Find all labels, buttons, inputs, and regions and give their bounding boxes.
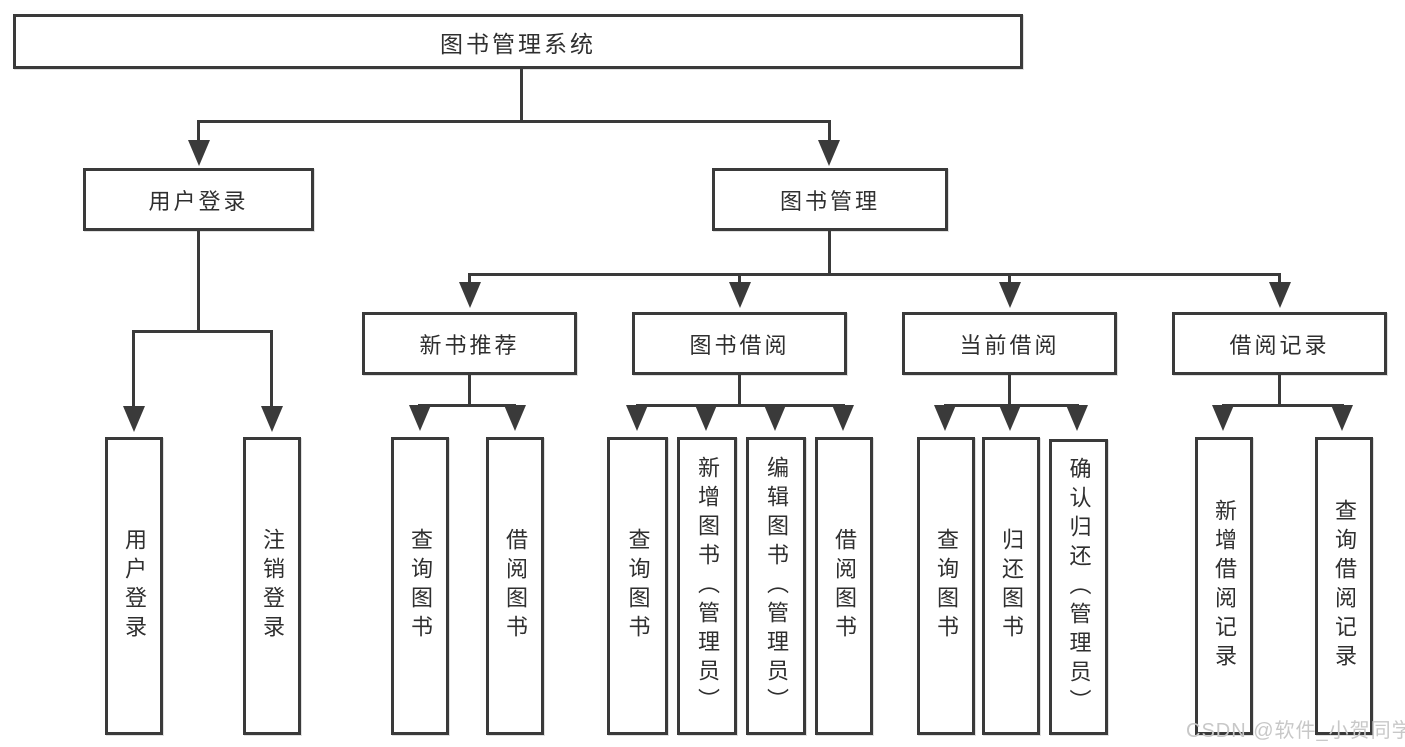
connector-line [1278, 375, 1281, 406]
arrow-down-icon [695, 405, 717, 431]
connector-line [270, 330, 273, 410]
connector-line [468, 273, 1281, 276]
connector-line [132, 330, 273, 333]
leaf-borrow-books-borrowing: 借阅图书 [815, 437, 873, 735]
connector-line [468, 375, 471, 406]
leaf-logout: 注销登录 [243, 437, 301, 735]
arrow-down-icon [832, 405, 854, 431]
node-new-book-recommendation: 新书推荐 [362, 312, 577, 375]
leaf-return-books: 归还图书 [982, 437, 1040, 735]
connector-line [1008, 273, 1011, 287]
node-user-login: 用户登录 [83, 168, 314, 231]
connector-line [520, 69, 523, 121]
connector-line [132, 330, 135, 410]
leaf-user-login: 用户登录 [105, 437, 163, 735]
arrow-down-icon [1331, 405, 1353, 431]
arrow-down-icon [188, 140, 210, 166]
node-book-management: 图书管理 [712, 168, 948, 231]
connector-line [738, 273, 741, 287]
arrow-down-icon [999, 405, 1021, 431]
arrow-down-icon [934, 405, 956, 431]
connector-line [828, 120, 831, 146]
connector-line [636, 404, 845, 407]
csdn-watermark: CSDN @软件_小贺同学 [1186, 720, 1405, 742]
node-borrowing-records: 借阅记录 [1172, 312, 1387, 375]
leaf-query-books-current: 查询图书 [917, 437, 975, 735]
connector-line [418, 404, 516, 407]
connector-line [197, 120, 831, 123]
arrow-down-icon [729, 282, 751, 308]
leaf-query-borrow-record: 查询借阅记录 [1315, 437, 1373, 735]
arrow-down-icon [261, 406, 283, 432]
arrow-down-icon [504, 405, 526, 431]
arrow-down-icon [459, 282, 481, 308]
arrow-down-icon [999, 282, 1021, 308]
connector-line [197, 231, 200, 332]
leaf-add-books-admin: 新增图书（管理员） [677, 437, 737, 735]
arrow-down-icon [1269, 282, 1291, 308]
connector-line [1008, 375, 1011, 406]
arrow-down-icon [764, 405, 786, 431]
connector-line [468, 273, 471, 287]
arrow-down-icon [123, 406, 145, 432]
connector-line [738, 375, 741, 406]
arrow-down-icon [409, 405, 431, 431]
leaf-query-books-recommend: 查询图书 [391, 437, 449, 735]
arrow-down-icon [1066, 405, 1088, 431]
arrow-down-icon [1212, 405, 1234, 431]
leaf-borrow-books-recommend: 借阅图书 [486, 437, 544, 735]
leaf-query-books-borrowing: 查询图书 [607, 437, 668, 735]
node-library-management-system: 图书管理系统 [13, 14, 1023, 69]
arrow-down-icon [626, 405, 648, 431]
connector-line [197, 120, 200, 146]
leaf-edit-books-admin: 编辑图书（管理员） [746, 437, 806, 735]
leaf-confirm-return-admin: 确认归还（管理员） [1049, 439, 1108, 735]
leaf-add-borrow-record: 新增借阅记录 [1195, 437, 1253, 735]
connector-line [1222, 404, 1344, 407]
node-current-borrowing: 当前借阅 [902, 312, 1117, 375]
arrow-down-icon [818, 140, 840, 166]
connector-line [828, 231, 831, 275]
node-book-borrowing: 图书借阅 [632, 312, 847, 375]
connector-line [1278, 273, 1281, 287]
